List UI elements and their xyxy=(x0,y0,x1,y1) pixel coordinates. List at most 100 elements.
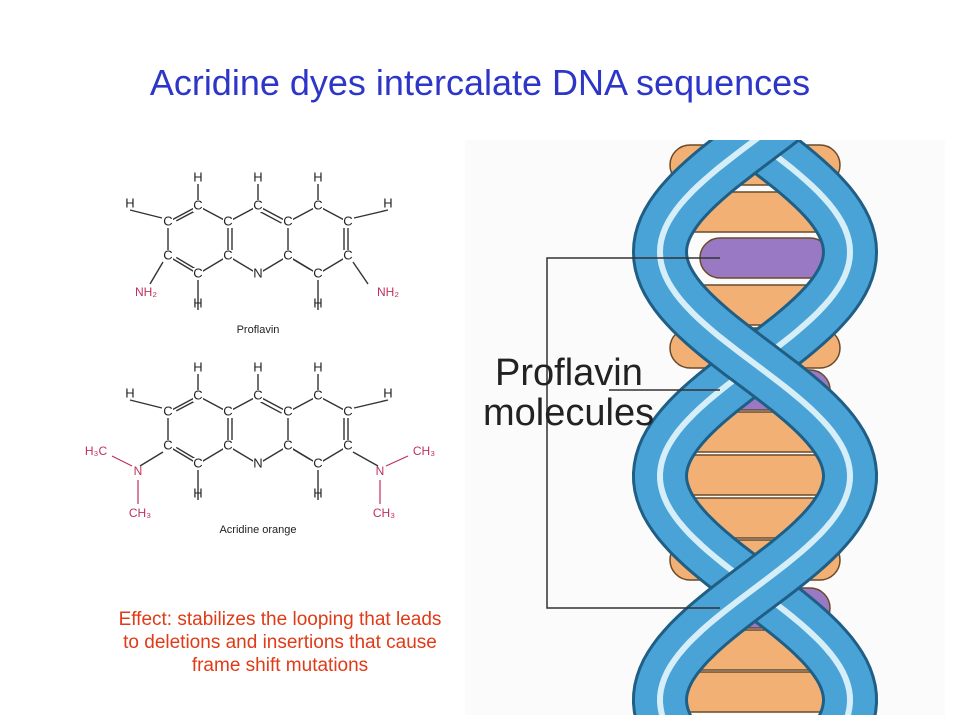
proflavin-carbon-atom: C xyxy=(313,197,322,212)
acridine-double-bond xyxy=(260,401,282,414)
acridine-atom-bg xyxy=(223,406,233,418)
acridine-carbon-atom: C xyxy=(313,455,322,470)
proflavin-structure: C C C C C C C C C C C C C N H H H H H H H NH₂ NH₂ Proflavin xyxy=(125,169,399,335)
proflavin-double-bond xyxy=(260,211,282,224)
acridine-hydrogen-atom: H xyxy=(253,359,262,374)
acridine-amine-nitrogen-right: N xyxy=(376,464,385,478)
acridine-carbon-atom: C xyxy=(223,403,232,418)
acridine-hydrogen-atom: H xyxy=(193,485,202,500)
acridine-amine-nitrogen-left: N xyxy=(134,464,143,478)
proflavin-hydrogen-atom: H xyxy=(253,169,262,184)
proflavin-double-bond xyxy=(175,256,198,271)
proflavin-atom-bg xyxy=(223,250,233,262)
acridine-atom-bg xyxy=(163,440,173,452)
proflavin-atom-bg xyxy=(253,200,263,212)
proflavin-carbon-atom: C xyxy=(313,265,322,280)
acridine-caption: Acridine orange xyxy=(219,524,296,536)
acridine-atom-bg xyxy=(223,440,233,452)
effect-line-3: frame shift mutations xyxy=(191,655,369,676)
acridine-atom-bg xyxy=(313,458,323,470)
acridine-atom-bg xyxy=(253,390,263,402)
acridine-atom-bg xyxy=(193,390,203,402)
proflavin-atom-bg xyxy=(283,250,293,262)
acridine-h-bond xyxy=(129,399,163,409)
acridine-atom-bg xyxy=(343,440,353,452)
acridine-carbon-atom: C xyxy=(343,437,352,452)
acridine-atom-bg xyxy=(313,390,323,402)
acridine-carbon-atom: C xyxy=(193,455,202,470)
proflavin-carbon-atom: C xyxy=(283,213,292,228)
proflavin-atom-bg xyxy=(343,216,353,228)
acridine-methyl-bond xyxy=(111,455,133,467)
acridine-methyl-left: H₃C xyxy=(85,444,108,458)
acridine-double-bond xyxy=(175,446,198,461)
acridine-carbon-atom: C xyxy=(253,387,262,402)
proflavin-amino-right: NH₂ xyxy=(377,285,399,299)
proflavin-atom-bg xyxy=(193,200,203,212)
proflavin-amino-bond-left xyxy=(149,261,164,285)
proflavin-ring-nitrogen: N xyxy=(253,265,262,280)
acridine-h-bond xyxy=(353,399,389,409)
acridine-hydrogen-atom: H xyxy=(313,485,322,500)
effect-note: Effect: stabilizes the looping that lead… xyxy=(60,608,500,677)
acridine-atom-bg xyxy=(163,406,173,418)
proflavin-carbon-atom: C xyxy=(283,247,292,262)
proflavin-hydrogen-atom: H xyxy=(125,195,134,210)
proflavin-h-bond xyxy=(129,209,163,219)
acridine-hydrogen-atom: H xyxy=(193,359,202,374)
proflavin-carbon-atom: C xyxy=(193,197,202,212)
proflavin-carbon-atom: C xyxy=(343,213,352,228)
proflavin-atom-bg xyxy=(193,268,203,280)
dna-backbone-strand-b-stripe xyxy=(656,140,854,715)
proflavin-carbon-atom: C xyxy=(163,213,172,228)
proflavin-carbon-atom: C xyxy=(343,247,352,262)
acridine-carbon-atom: C xyxy=(193,387,202,402)
acridine-carbon-atom: C xyxy=(283,403,292,418)
proflavin-atoms: C C C C C C C C C C C C C N H H H H H H H xyxy=(125,169,392,310)
label-leader-lines xyxy=(546,257,720,609)
base-pair xyxy=(669,454,841,496)
proflavin-amino-bond-right xyxy=(352,261,369,285)
proflavin-carbon-atom: C xyxy=(223,247,232,262)
acridine-carbon-atom: C xyxy=(163,437,172,452)
slide-title: Acridine dyes intercalate DNA sequences xyxy=(149,62,811,103)
effect-line-1: Effect: stabilizes the looping that lead… xyxy=(118,609,442,630)
acridine-amine-bond-right xyxy=(352,451,379,467)
acridine-ring-nitrogen: N xyxy=(253,455,262,470)
acridine-methyl-right: CH₃ xyxy=(413,444,435,458)
proflavin-atom-bg xyxy=(163,250,173,262)
proflavin-hydrogen-atom: H xyxy=(313,295,322,310)
acridine-hydrogen-atom: H xyxy=(313,359,322,374)
acridine-carbon-atom: C xyxy=(223,437,232,452)
acridine-carbon-atom: C xyxy=(283,437,292,452)
proflavin-amino-left: NH₂ xyxy=(135,285,157,299)
dna-backbone-strand-a-stripe xyxy=(656,140,854,715)
proflavin-carbon-atom: C xyxy=(253,197,262,212)
acridine-atom-bg xyxy=(283,406,293,418)
acridine-carbon-atom: C xyxy=(343,403,352,418)
acridine-methyl-bond xyxy=(385,455,409,467)
proflavin-carbon-atom: C xyxy=(193,265,202,280)
acridine-carbon-atom: C xyxy=(163,403,172,418)
proflavin-label-line1: Proflavin xyxy=(495,352,643,394)
proflavin-hydrogen-atom: H xyxy=(193,169,202,184)
proflavin-atom-bg xyxy=(283,216,293,228)
proflavin-h-bond xyxy=(353,209,389,219)
proflavin-caption: Proflavin xyxy=(237,324,280,336)
acridine-atom-bg xyxy=(253,458,263,470)
acridine-amine-bond-left xyxy=(139,451,164,467)
proflavin-carbon-atom: C xyxy=(163,247,172,262)
proflavin-hydrogen-atom: H xyxy=(193,295,202,310)
effect-line-2: to deletions and insertions that cause xyxy=(123,632,437,653)
proflavin-atom-bg xyxy=(313,200,323,212)
acridine-methyl-bottom-right: CH₃ xyxy=(373,506,395,520)
proflavin-hydrogen-atom: H xyxy=(313,169,322,184)
proflavin-hydrogen-atom: H xyxy=(383,195,392,210)
acridine-atom-bg xyxy=(193,458,203,470)
proflavin-atom-bg xyxy=(313,268,323,280)
proflavin-label-line2: molecules xyxy=(483,392,654,434)
proflavin-carbon-atom: C xyxy=(223,213,232,228)
acridine-methyl-bottom-left: CH₃ xyxy=(129,506,151,520)
